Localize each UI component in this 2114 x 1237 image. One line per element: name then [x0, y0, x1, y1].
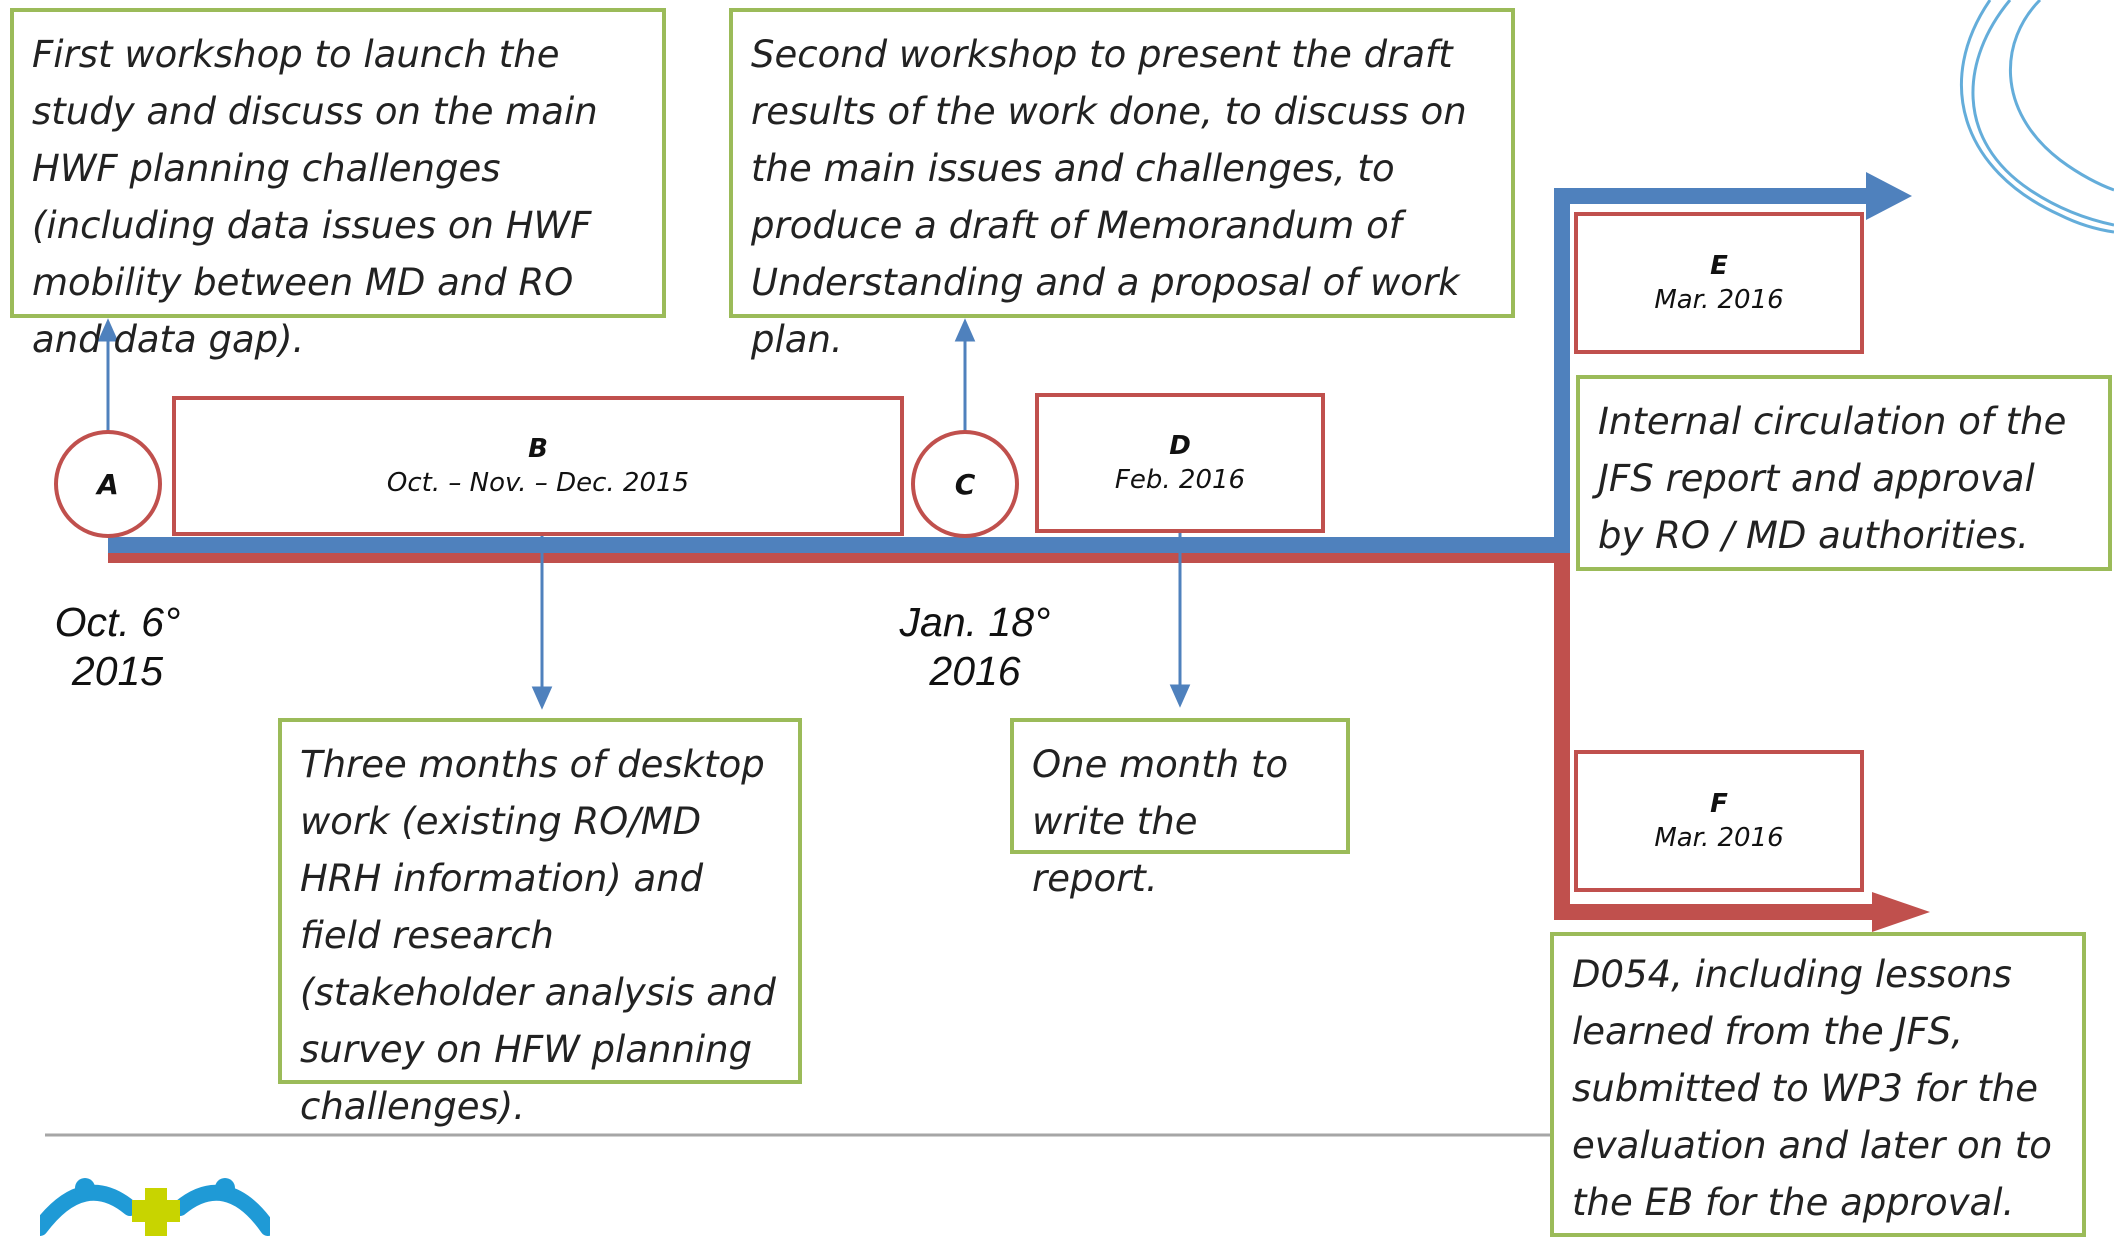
milestone-f-letter: F	[1710, 789, 1728, 819]
note-desktop: Three months of desktop work (existing R…	[278, 718, 802, 1128]
date-start-line2: 2015	[71, 648, 164, 694]
milestone-c-letter: C	[954, 467, 976, 501]
date-mid: Jan. 18° 2016	[880, 598, 1070, 696]
date-mid-line1: Jan. 18°	[899, 599, 1051, 645]
red-track-line	[108, 547, 1872, 920]
milestone-b-date: Oct. – Nov. – Dec. 2015	[386, 468, 690, 498]
red-track-arrowhead	[1872, 892, 1930, 932]
milestone-e-box: E Mar. 2016	[1574, 212, 1864, 354]
milestone-f-date: Mar. 2016	[1654, 823, 1784, 853]
milestone-e-date: Mar. 2016	[1654, 285, 1784, 315]
people-cross-logo	[40, 1178, 270, 1236]
milestone-a-letter: A	[97, 467, 119, 501]
swoosh-decoration	[1959, 0, 2114, 234]
note-report: One month to write the report.	[1010, 718, 1350, 900]
milestone-f-box: F Mar. 2016	[1574, 750, 1864, 892]
date-start: Oct. 6° 2015	[30, 598, 205, 696]
note-workshop2-text: Second workshop to present the draft res…	[751, 33, 1467, 361]
milestone-c-circle: C	[911, 430, 1019, 538]
blue-track-line	[108, 188, 1872, 553]
milestone-d-letter: D	[1169, 431, 1191, 461]
note-workshop2: Second workshop to present the draft res…	[729, 8, 1515, 361]
milestone-d-date: Feb. 2016	[1114, 465, 1246, 495]
note-desktop-text: Three months of desktop work (existing R…	[300, 743, 776, 1128]
note-workshop1: First workshop to launch the study and d…	[10, 8, 666, 361]
milestone-b-letter: B	[528, 434, 548, 464]
note-d054: D054, including lessons learned from the…	[1550, 932, 2086, 1237]
milestone-a-circle: A	[54, 430, 162, 538]
note-circulation-text: Internal circulation of the JFS report a…	[1598, 400, 2067, 557]
milestone-e-letter: E	[1710, 251, 1728, 281]
milestone-d-box: D Feb. 2016	[1035, 393, 1325, 533]
milestone-b-box: B Oct. – Nov. – Dec. 2015	[172, 396, 904, 536]
note-workshop1-text: First workshop to launch the study and d…	[32, 33, 598, 361]
blue-track-arrowhead	[1866, 172, 1912, 220]
note-d054-text: D054, including lessons learned from the…	[1572, 953, 2052, 1224]
date-mid-line2: 2016	[929, 648, 1021, 694]
note-circulation: Internal circulation of the JFS report a…	[1576, 375, 2112, 571]
date-start-line1: Oct. 6°	[54, 599, 181, 645]
note-report-text: One month to write the report.	[1032, 743, 1289, 900]
